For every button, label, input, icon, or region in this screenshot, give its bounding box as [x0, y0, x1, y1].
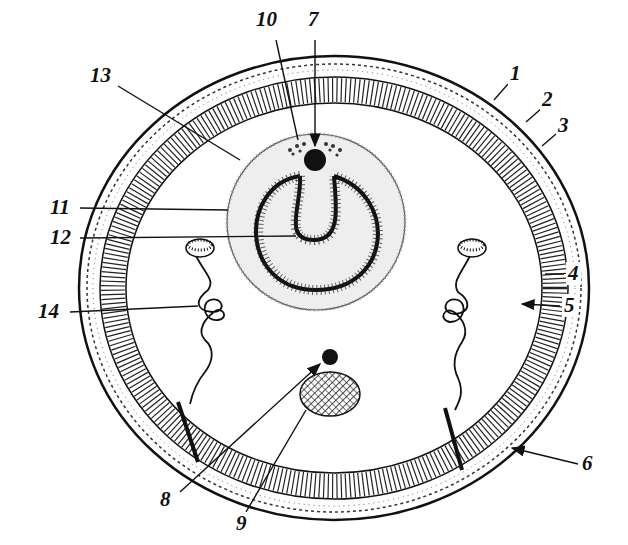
- callout-number: 5: [562, 294, 577, 317]
- callout-number: 6: [580, 452, 595, 475]
- callout-number: 1: [508, 62, 523, 85]
- callout-number: 10: [254, 8, 279, 31]
- callout-number: 13: [88, 64, 113, 87]
- callout-number: 8: [158, 488, 173, 511]
- callout-number: 3: [556, 114, 571, 137]
- callout-number: 9: [234, 512, 249, 535]
- callout-number: 7: [306, 8, 321, 31]
- callout-number: 11: [48, 196, 72, 219]
- callout-number: 14: [36, 300, 61, 323]
- callout-number: 12: [48, 226, 73, 249]
- callout-number: 4: [566, 262, 581, 285]
- callout-number: 2: [540, 88, 555, 111]
